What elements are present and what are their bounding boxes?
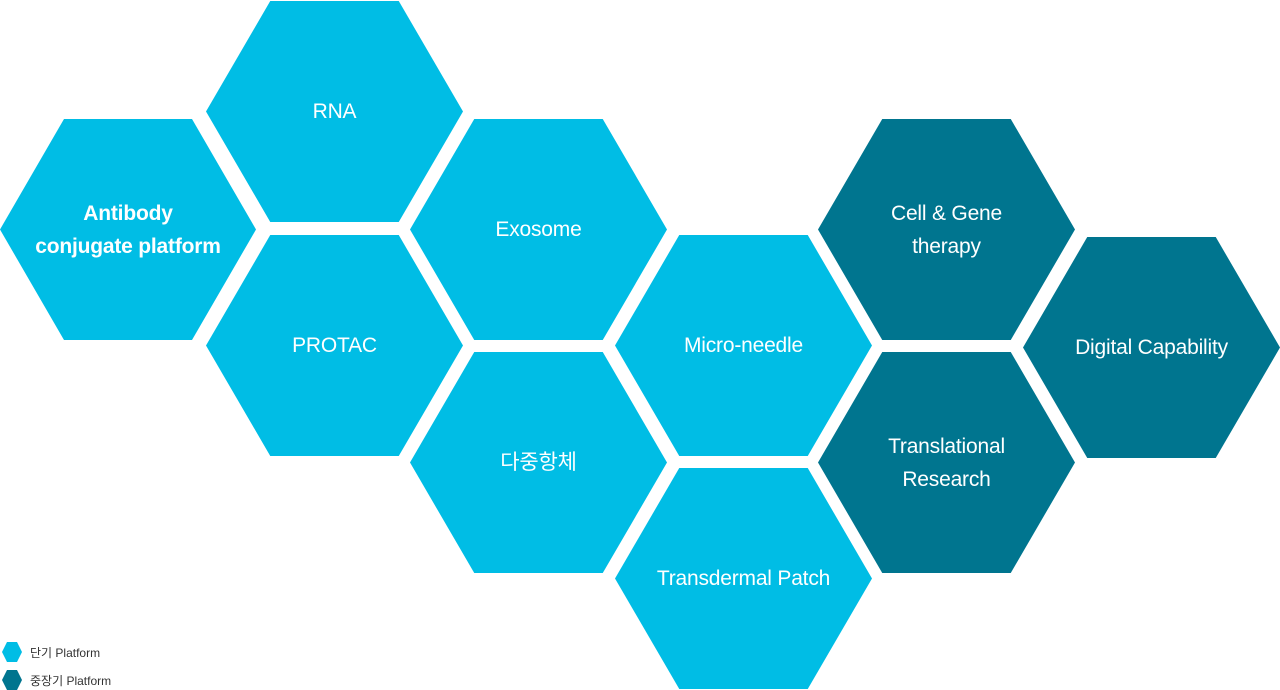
hex-label: RNA bbox=[312, 100, 357, 123]
hex-translational-research: Translational Research bbox=[818, 352, 1075, 573]
hex-label: Transdermal Patch bbox=[656, 567, 831, 590]
legend-label: 중장기 Platform bbox=[30, 673, 112, 688]
hex-label: Antibody conjugate platform bbox=[35, 201, 221, 258]
hex-antibody-conjugate-platform: Antibody conjugate platform bbox=[0, 119, 256, 340]
hex-label: Cell & Gene therapy bbox=[890, 201, 1003, 258]
hex-label: Exosome bbox=[495, 218, 582, 241]
hex-multispecific-antibody: 다중항체 bbox=[410, 352, 667, 573]
hex-label: PROTAC bbox=[292, 334, 377, 357]
hex-label: Digital Capability bbox=[1075, 336, 1228, 359]
legend-item-short-term: 단기 Platform bbox=[2, 642, 100, 662]
hexagon-swatch-icon bbox=[2, 642, 22, 662]
legend-item-mid-long-term: 중장기 Platform bbox=[2, 670, 111, 690]
hex-cell-gene-therapy: Cell & Gene therapy bbox=[818, 119, 1075, 340]
hex-digital-capability: Digital Capability bbox=[1023, 237, 1280, 458]
hex-micro-needle: Micro-needle bbox=[615, 235, 872, 456]
hex-protac: PROTAC bbox=[206, 235, 463, 456]
hex-transdermal-patch: Transdermal Patch bbox=[615, 468, 872, 689]
hex-exosome: Exosome bbox=[410, 119, 667, 340]
hex-label: 다중항체 bbox=[500, 451, 577, 474]
hex-label: Translational Research bbox=[888, 434, 1005, 491]
hex-label: Micro-needle bbox=[684, 334, 803, 357]
hex-rna: RNA bbox=[206, 1, 463, 222]
legend-label: 단기 Platform bbox=[30, 645, 101, 660]
hexagon-swatch-icon bbox=[2, 670, 22, 690]
